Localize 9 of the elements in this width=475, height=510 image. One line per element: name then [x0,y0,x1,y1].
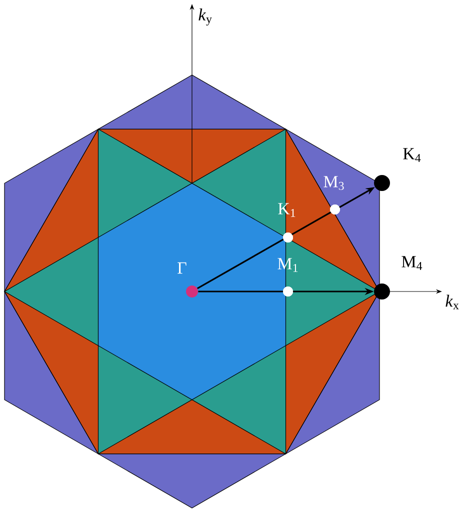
point-label: Γ [178,262,186,274]
point-marker [186,286,198,298]
point-marker [374,175,390,191]
point-label: M$_{3}$ [324,176,344,190]
point-label: K$_{4}$ [403,148,421,162]
point-label: M$_{4}$ [402,256,422,270]
axis-label: k$_{x}$ [446,294,459,310]
point-marker [374,284,390,300]
axis-label: k$_{y}$ [198,8,212,26]
